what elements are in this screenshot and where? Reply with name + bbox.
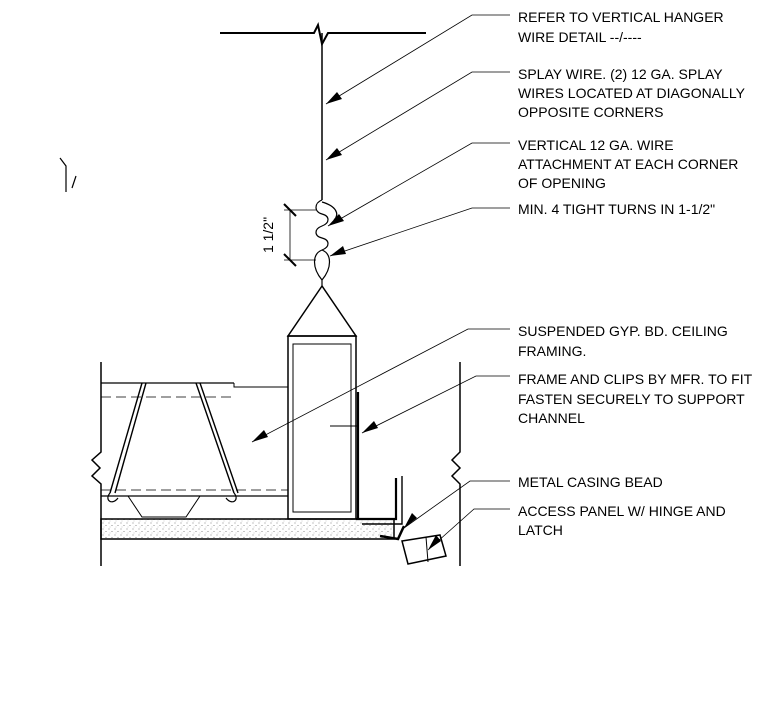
annotation-notes: REFER TO VERTICAL HANGER WIRE DETAIL --/… [518,9,756,538]
structure-above-line [220,21,426,47]
gypsum-board [100,518,395,540]
hanger-bracket-triangle [286,284,358,337]
note-ceiling-framing: SUSPENDED GYP. BD. CEILING FRAMING. [518,323,732,359]
note-frame-clips: FRAME AND CLIPS BY MFR. TO FIT FASTEN SE… [518,371,756,426]
access-frame-and-clip [330,392,403,525]
note-casing-bead: METAL CASING BEAD [518,474,663,490]
dimension-label: 1 1/2" [260,217,276,253]
wire-twist [313,199,338,286]
access-panel-open [401,534,447,565]
left-wall [90,362,102,566]
support-channel-inner [292,343,352,513]
support-channel [287,335,357,520]
ceiling-framing [101,382,288,518]
note-tight-turns: MIN. 4 TIGHT TURNS IN 1-1/2" [518,201,715,217]
note-access-panel: ACCESS PANEL W/ HINGE AND LATCH [518,503,730,538]
section-cut-mark [59,157,77,192]
leaders [251,14,510,551]
metal-casing-bead [379,525,406,541]
note-refer-hanger: REFER TO VERTICAL HANGER WIRE DETAIL --/… [518,9,728,45]
note-vertical-wire: VERTICAL 12 GA. WIRE ATTACHMENT AT EACH … [518,137,742,191]
note-splay-wire: SPLAY WIRE. (2) 12 GA. SPLAY WIRES LOCAT… [518,66,749,120]
dimension-1-1-2: 1 1/2" [260,203,316,267]
right-wall [450,362,462,566]
